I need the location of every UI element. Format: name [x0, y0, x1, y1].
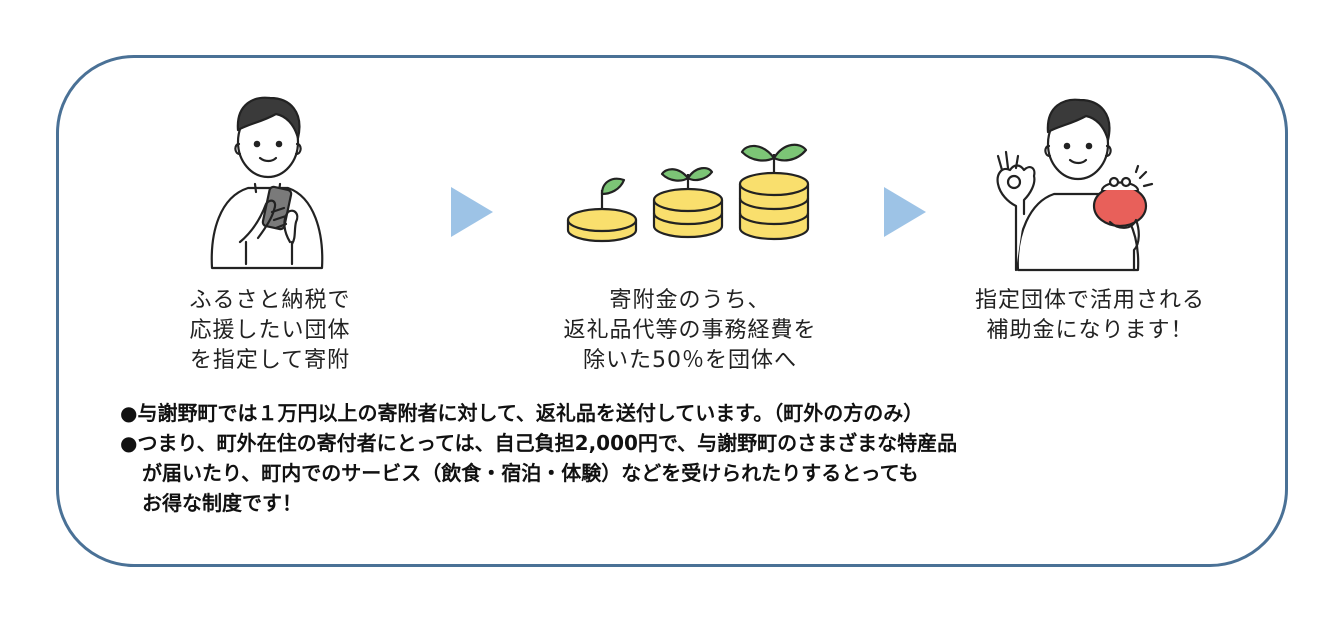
arrow-right-icon — [451, 187, 493, 237]
caption-line: 寄附金のうち、 — [609, 288, 771, 313]
caption-line: 応援したい団体 — [189, 318, 351, 343]
note-line: ●つまり、町外在住の寄付者にとっては、自己負担2,000円で、与謝野町のさまざま… — [120, 431, 958, 455]
caption-line: ふるさと納税で — [189, 288, 351, 313]
caption-line: 補助金になります！ — [986, 318, 1194, 343]
caption-line: 指定団体で活用される — [974, 288, 1205, 313]
step-1-caption: ふるさと納税で 応援したい団体 を指定して寄附 — [160, 286, 380, 376]
coins-sprouts-icon — [566, 143, 810, 243]
step-2-caption: 寄附金のうち、 返礼品代等の事務経費を 除いた50％を団体へ — [530, 286, 850, 376]
note-line: が届いたり、町内でのサービス（飲食・宿泊・体験）などを受けられたりするとっても — [142, 461, 919, 485]
person-with-purse-icon — [996, 98, 1154, 272]
caption-line: 返礼品代等の事務経費を — [563, 318, 817, 343]
note-line: お得な制度です！ — [142, 491, 302, 515]
arrow-right-icon — [884, 187, 926, 237]
person-with-phone-icon — [210, 96, 324, 270]
step-3-caption: 指定団体で活用される 補助金になります！ — [940, 286, 1240, 346]
outline-frame — [56, 55, 1288, 567]
caption-line: 除いた50％を団体へ — [583, 348, 797, 373]
notes-block: ●与謝野町では１万円以上の寄附者に対して、返礼品を送付しています。（町外の方のみ… — [120, 398, 957, 518]
note-line: ●与謝野町では１万円以上の寄附者に対して、返礼品を送付しています。（町外の方のみ… — [120, 401, 924, 425]
caption-line: を指定して寄附 — [189, 348, 351, 373]
